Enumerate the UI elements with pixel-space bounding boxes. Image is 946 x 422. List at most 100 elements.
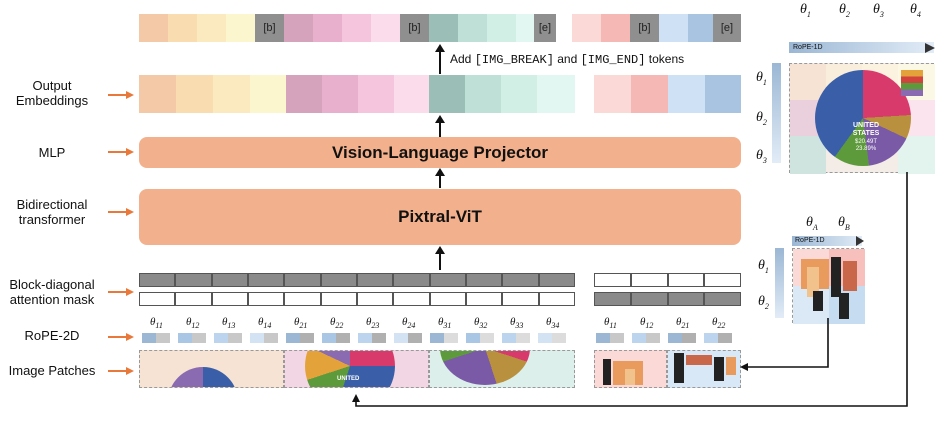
rope-pair: [178, 333, 206, 343]
embedding-cell: [705, 75, 741, 113]
theta-label: θ11: [604, 316, 617, 331]
row-theta: θ1: [758, 258, 769, 275]
rope-1d-bar-bottom-vertical: [775, 248, 784, 318]
image-patch: [667, 350, 741, 388]
token-cell: [313, 14, 342, 42]
row-theta: θ1: [756, 70, 767, 87]
column-theta: θ2: [839, 2, 850, 19]
label-output-embeddings: Output Embeddings: [15, 78, 89, 108]
break-token: [b]: [400, 14, 429, 42]
rope-pair: [668, 333, 696, 343]
theta-label: θ22: [330, 316, 344, 331]
image-patch: UNITED: [284, 350, 429, 388]
embedding-cell: [176, 75, 213, 113]
theta-label: θ21: [676, 316, 690, 331]
label-block-diagonal-mask: Block-diagonal attention mask: [9, 277, 95, 307]
rope-pair: [466, 333, 494, 343]
up-arrow-icon: [435, 115, 445, 137]
embedding-cell: [501, 75, 537, 113]
embedding-cell: [358, 75, 394, 113]
connector-arrow-top-image: [352, 172, 908, 407]
pie-chart-graphic: [815, 70, 911, 166]
attention-mask-row-2: [139, 292, 575, 306]
token-cell: [139, 14, 168, 42]
embedding-cell: [631, 75, 668, 113]
chart-legend-swatches: [901, 70, 923, 96]
row-theta: θ2: [758, 294, 769, 311]
up-arrow-icon: [435, 44, 445, 74]
add-tokens-note: Add [IMG_BREAK] and [IMG_END] tokens: [450, 52, 684, 67]
right-arrow-icon: [925, 43, 935, 53]
column-theta: θ3: [873, 2, 884, 19]
embedding-cell: [394, 75, 429, 113]
note-and: and: [553, 52, 581, 66]
orange-arrow-icon: [108, 288, 134, 296]
token-cell: [458, 14, 487, 42]
img-end-token-name: [IMG_END]: [580, 53, 646, 67]
rope-1d-bar-bottom: RoPE-1D: [792, 236, 862, 246]
theta-label: θ12: [640, 316, 654, 331]
column-theta: θ1: [800, 2, 811, 19]
attention-mask-row-1: [139, 273, 575, 287]
token-cell: [688, 14, 713, 42]
attention-mask-row-3: [594, 273, 741, 287]
rope-1d-bar-top: RoPE-1D: [789, 42, 934, 53]
token-cell: [601, 14, 630, 42]
rope-pair: [358, 333, 386, 343]
note-suffix: tokens: [645, 52, 685, 66]
token-cell: [429, 14, 458, 42]
break-token: [b]: [630, 14, 659, 42]
break-token: [b]: [255, 14, 284, 42]
embedding-cell: [465, 75, 501, 113]
rope-pair: [142, 333, 170, 343]
theta-label: θ32: [474, 316, 488, 331]
theta-label: θ14: [258, 316, 272, 331]
theta-label: θ13: [222, 316, 236, 331]
sample-image-bar-pattern: [792, 248, 865, 324]
rope-1d-bar-top-vertical: [772, 63, 781, 163]
token-cell: [371, 14, 400, 42]
theta-label: θ34: [546, 316, 560, 331]
rope-pair: [394, 333, 422, 343]
token-cell: [659, 14, 688, 42]
end-token: [e]: [713, 14, 741, 42]
attention-mask-row-4: [594, 292, 741, 306]
rope-pair: [538, 333, 566, 343]
embedding-cell: [594, 75, 631, 113]
theta-label: θ31: [438, 316, 452, 331]
rope-pair: [704, 333, 732, 343]
row-theta: θ3: [756, 148, 767, 165]
rope-pair: [430, 333, 458, 343]
theta-label: θ12: [186, 316, 200, 331]
embedding-cell: [668, 75, 705, 113]
row-theta: θ2: [756, 110, 767, 127]
pie-label-united: UNITED: [337, 376, 360, 382]
up-arrow-icon: [435, 246, 445, 270]
pie-label-value: $20.49T 23.89%: [854, 139, 878, 152]
image-patch: [139, 350, 284, 388]
rope-pair: [286, 333, 314, 343]
connector-arrow-bottom-image: [740, 318, 829, 371]
theta-label: θ11: [150, 316, 163, 331]
label-rope-2d: RoPE-2D: [24, 328, 80, 343]
column-theta: θ4: [910, 2, 921, 19]
token-cell: [226, 14, 255, 42]
token-cell: [572, 14, 601, 42]
embedding-cell: [429, 75, 465, 113]
rope-pair: [596, 333, 624, 343]
img-break-token-name: [IMG_BREAK]: [474, 53, 554, 67]
rope-pair: [322, 333, 350, 343]
embedding-cell: [213, 75, 250, 113]
note-prefix: Add: [450, 52, 475, 66]
label-bidirectional-transformer: Bidirectional transformer: [16, 197, 88, 227]
pixtral-vit-box: Pixtral-ViT: [139, 189, 741, 245]
column-theta: θA: [806, 215, 818, 232]
rope-pair: [632, 333, 660, 343]
embedding-cell: [537, 75, 575, 113]
column-theta: θB: [838, 215, 850, 232]
orange-arrow-icon: [108, 91, 134, 99]
rope-pair: [502, 333, 530, 343]
label-image-patches: Image Patches: [8, 363, 96, 378]
embedding-cell: [286, 75, 322, 113]
theta-label: θ33: [510, 316, 524, 331]
